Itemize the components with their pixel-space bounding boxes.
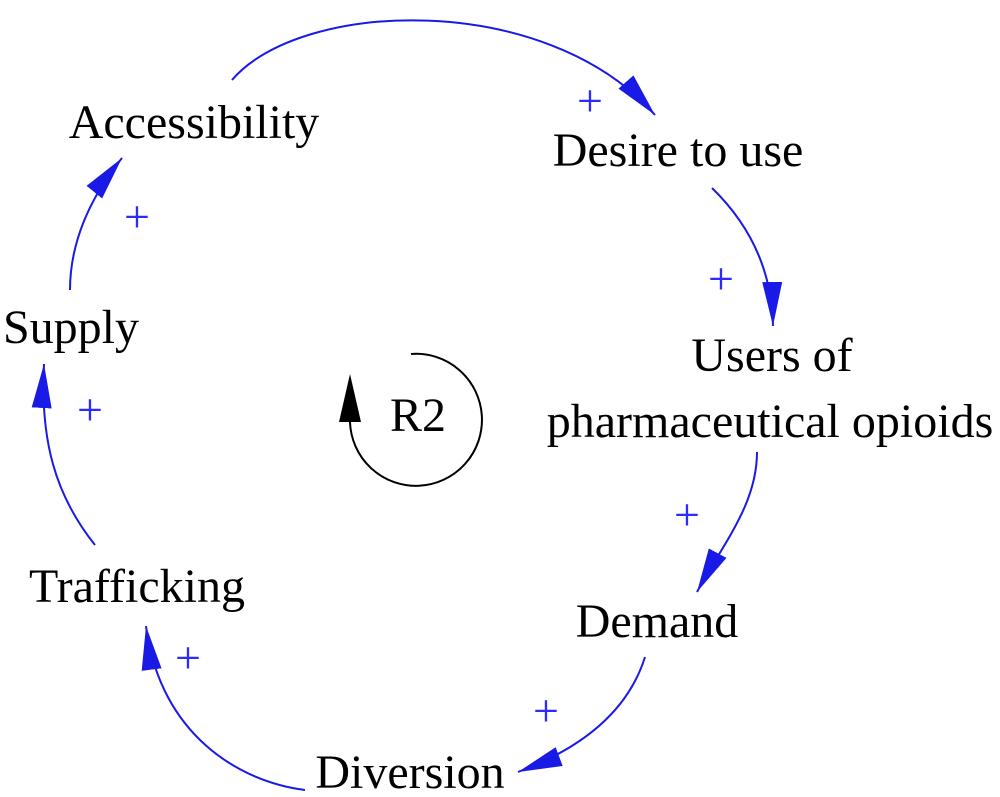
polarity-sign-accessibility-to-desire-to-use: + xyxy=(577,75,603,126)
loop-marker: R2 xyxy=(339,352,483,487)
link-demand-to-diversion-arrow xyxy=(517,656,646,773)
node-diversion-label: Diversion xyxy=(315,746,504,797)
link-desire-to-use-to-users-arrow xyxy=(711,187,783,327)
node-users-of-pharmaceutical-opioids: Users of pharmaceutical opioids xyxy=(547,329,994,448)
polarity-sign-diversion-to-trafficking: + xyxy=(175,632,201,683)
polarity-sign-demand-to-diversion: + xyxy=(533,685,559,736)
link-trafficking-to-supply-arrow xyxy=(31,363,96,546)
polarity-sign-trafficking-to-supply: + xyxy=(77,384,103,435)
loop-arrowhead-icon xyxy=(339,374,361,422)
node-trafficking-label: Trafficking xyxy=(29,560,245,613)
polarity-sign-desire-to-use-to-users: + xyxy=(708,253,734,304)
polarity-sign-users-to-demand: + xyxy=(674,489,700,540)
loop-circular-arrow-arc xyxy=(349,352,483,487)
loop-label: R2 xyxy=(390,389,446,442)
node-accessibility-label: Accessibility xyxy=(69,96,320,149)
link-supply-to-accessibility-arrow xyxy=(69,157,123,291)
link-diversion-to-trafficking-arrow xyxy=(141,625,306,791)
polarity-sign-supply-to-accessibility: + xyxy=(124,191,150,242)
node-users-label-line-2: pharmaceutical opioids xyxy=(547,395,994,448)
link-users-to-demand-arrow xyxy=(696,451,758,593)
link-accessibility-to-desire-to-use-arrow xyxy=(231,19,656,116)
node-demand-label: Demand xyxy=(576,595,739,648)
node-users-label-line-1: Users of xyxy=(691,329,852,382)
nodes: Accessibility Desire to use Users of pha… xyxy=(3,96,993,797)
node-desire-to-use-label: Desire to use xyxy=(553,124,804,177)
polarity-signs: + + + + + + + xyxy=(77,75,734,736)
links xyxy=(31,19,783,791)
node-supply-label: Supply xyxy=(3,301,139,354)
